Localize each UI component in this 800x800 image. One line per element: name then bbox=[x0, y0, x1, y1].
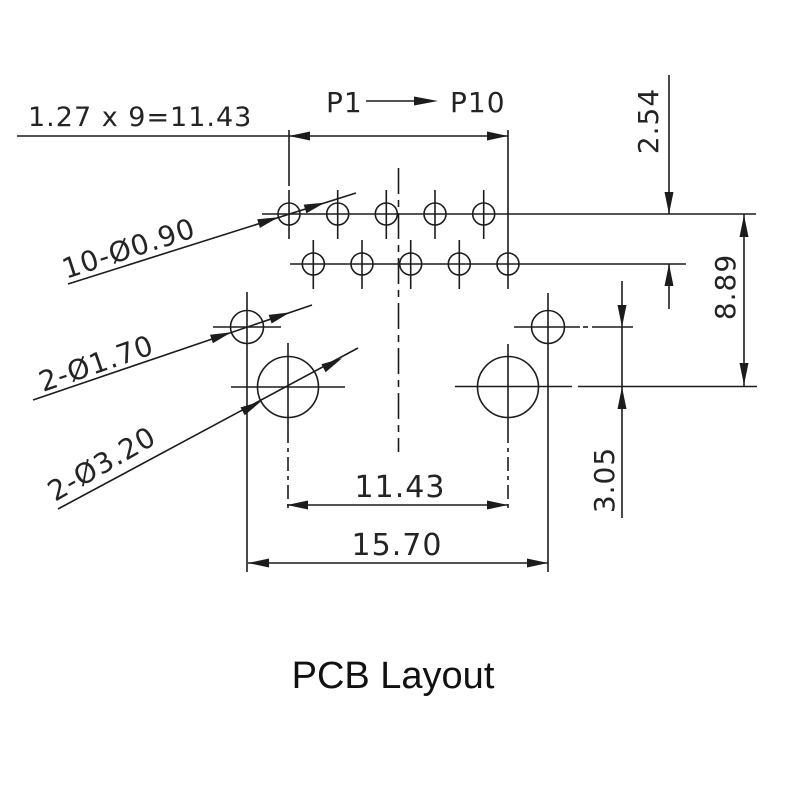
dim-large-span: 11.43 bbox=[355, 470, 446, 505]
dim-medium-span: 15.70 bbox=[352, 528, 443, 563]
dim-row-to-large: 8.89 bbox=[709, 254, 742, 320]
arrowheads bbox=[210, 96, 749, 568]
dimension-lines bbox=[17, 75, 745, 564]
centerlines bbox=[213, 168, 757, 572]
leader-label-small-holes: 10-Ø0.90 bbox=[58, 212, 200, 286]
dim-row-spacing: 2.54 bbox=[632, 88, 665, 154]
leader-label-medium-holes: 2-Ø1.70 bbox=[35, 329, 159, 399]
pin-last-label: P10 bbox=[450, 86, 506, 119]
drawing-title: PCB Layout bbox=[292, 655, 495, 697]
pitch-note-label: 1.27 x 9=11.43 bbox=[28, 102, 252, 133]
dim-medium-to-large: 3.05 bbox=[588, 447, 621, 513]
leader-label-large-holes: 2-Ø3.20 bbox=[42, 420, 162, 508]
pin-first-label: P1 bbox=[326, 86, 363, 119]
